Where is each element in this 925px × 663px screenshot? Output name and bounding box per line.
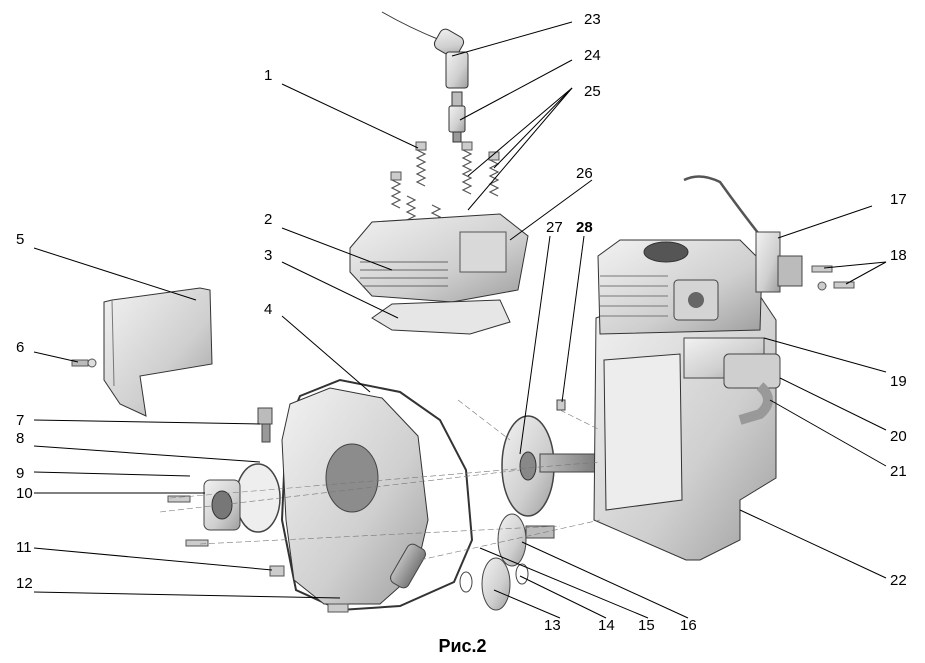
governor-lever: [257, 407, 273, 443]
callout-22: 22: [890, 572, 907, 589]
callout-21: 21: [890, 463, 907, 480]
parts-layer: [71, 11, 855, 613]
camshaft-gear: [501, 415, 601, 517]
small-gears: [459, 513, 555, 611]
callout-28: 28: [576, 219, 593, 236]
spark-plug-cap: [381, 11, 469, 89]
callout-7: 7: [16, 412, 24, 429]
leader-lines: [33, 21, 887, 619]
callout-12: 12: [16, 575, 33, 592]
part-28: [556, 399, 566, 411]
callout-1: 1: [264, 67, 272, 84]
callout-11: 11: [16, 539, 32, 556]
callout-4: 4: [264, 301, 272, 318]
engine-block: [593, 239, 777, 561]
throttle-lever: [683, 175, 803, 293]
oil-seal-gasket: [235, 463, 281, 533]
callout-27: 27: [546, 219, 563, 236]
spark-plug: [448, 91, 466, 143]
callout-2: 2: [264, 211, 272, 228]
callout-25: 25: [584, 83, 601, 100]
cylinder-head: [349, 213, 529, 303]
callout-20: 20: [890, 428, 907, 445]
figure-caption: Рис.2: [438, 636, 487, 656]
screw-6: [71, 358, 97, 368]
callout-26: 26: [576, 165, 593, 182]
breather-tube: [738, 382, 773, 425]
callout-labels: 1 2 3 4 5 6 7 8 9 10 11 12 13 14 15 16 1…: [16, 11, 907, 634]
head-gasket: [371, 299, 511, 335]
assembly-axis-lines: [159, 399, 601, 561]
crankcase-cover: [281, 387, 429, 605]
callout-24: 24: [584, 47, 601, 64]
callout-6: 6: [16, 339, 24, 356]
callout-14: 14: [598, 617, 615, 634]
callout-18: 18: [890, 247, 907, 264]
callout-17: 17: [890, 191, 907, 208]
callout-23: 23: [584, 11, 601, 28]
callout-15: 15: [638, 617, 655, 634]
breather-cover: [683, 337, 781, 389]
flange: [203, 479, 241, 531]
side-cover: [103, 287, 213, 417]
callout-16: 16: [680, 617, 697, 634]
callout-8: 8: [16, 430, 24, 447]
valve-springs: [390, 141, 500, 226]
callout-10: 10: [16, 485, 33, 502]
bolts: [167, 495, 349, 613]
screws-18: [811, 265, 855, 291]
callout-5: 5: [16, 231, 24, 248]
callout-9: 9: [16, 465, 24, 482]
callout-13: 13: [544, 617, 561, 634]
callout-19: 19: [890, 373, 907, 390]
crankcase-gasket: [280, 378, 474, 612]
callout-3: 3: [264, 247, 272, 264]
